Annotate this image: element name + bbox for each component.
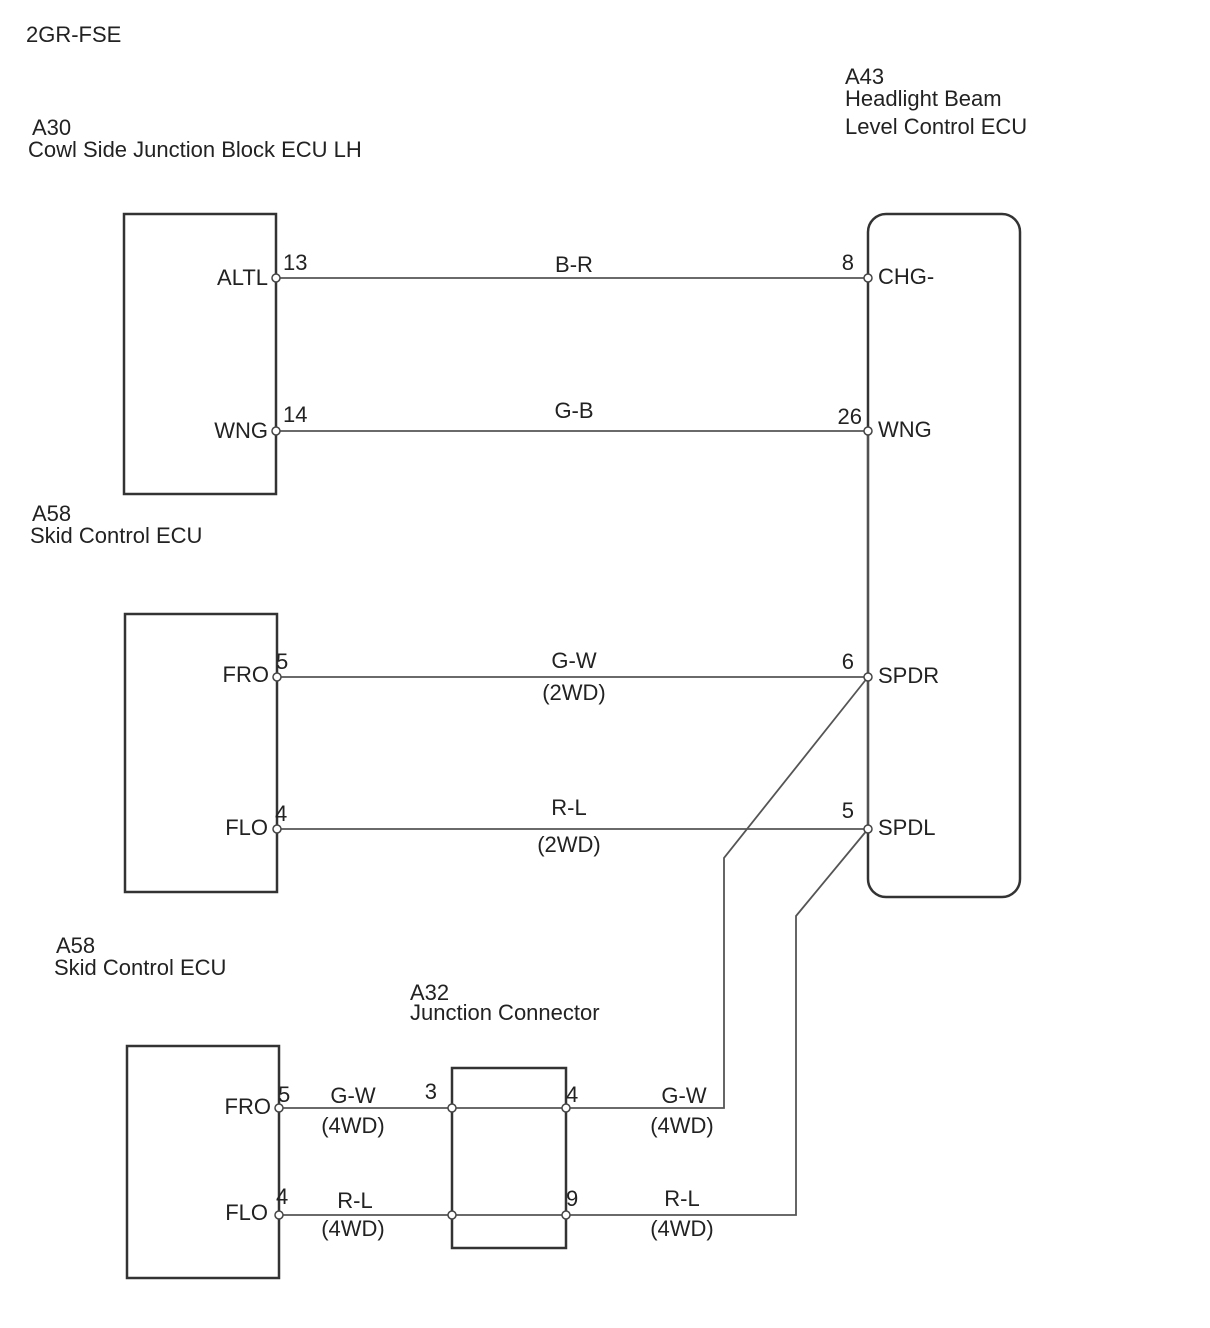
pin-markers [271, 273, 873, 1220]
terminal-a58b-fro: FRO [225, 1094, 271, 1119]
a58-2wd-code: A58 [32, 501, 71, 526]
terminal-a58a-flo: FLO [225, 815, 268, 840]
a32-code: A32 [410, 980, 449, 1005]
terminal-a58b-flo: FLO [225, 1200, 268, 1225]
pin-number-a58a-5: 5 [276, 649, 288, 674]
a43-name-line2: Level Control ECU [845, 114, 1027, 139]
wire-label-r-l-4wd-left: R-L [337, 1188, 372, 1213]
pin-number-a32-9: 9 [566, 1186, 578, 1211]
terminal-a43-spdr: SPDR [878, 663, 939, 688]
pin-a32-left-bottom [447, 1210, 457, 1220]
pin-a30-13 [271, 273, 281, 283]
pin-a43-5 [863, 824, 873, 834]
engine-label: 2GR-FSE [26, 22, 121, 47]
wire-variant-g-w-4wd-right: (4WD) [650, 1113, 714, 1138]
pin-number-a32-4: 4 [566, 1082, 578, 1107]
pin-number-a43-5: 5 [842, 798, 854, 823]
a30-ecu-box [122, 212, 278, 496]
pin-number-a32-3: 3 [425, 1079, 437, 1104]
pin-a58b-5 [274, 1103, 284, 1113]
pin-a58b-4 [274, 1210, 284, 1220]
a30-name: Cowl Side Junction Block ECU LH [28, 137, 362, 162]
a43-code: A43 [845, 64, 884, 89]
a58-4wd-ecu-box [125, 1044, 281, 1280]
terminal-a30-wng: WNG [214, 418, 268, 443]
wire-label-g-w-4wd-left: G-W [330, 1083, 375, 1108]
pin-a43-26 [863, 426, 873, 436]
pin-a30-14 [271, 426, 281, 436]
pin-number-a58a-4: 4 [275, 801, 287, 826]
terminal-a43-wng: WNG [878, 417, 932, 442]
a30-code: A30 [32, 115, 71, 140]
wire-a32-spdr-4wd [566, 676, 869, 1109]
pin-number-a58b-5: 5 [278, 1082, 290, 1107]
terminal-a43-chg: CHG- [878, 264, 934, 289]
a58-4wd-name: Skid Control ECU [54, 955, 226, 980]
wire-variant-r-l-4wd-right: (4WD) [650, 1216, 714, 1241]
wire-variant-g-w-4wd-left: (4WD) [321, 1113, 385, 1138]
a58-2wd-ecu-box [123, 612, 279, 894]
wire-label-b-r: B-R [555, 252, 593, 277]
wire-label-r-l-4wd-right: R-L [664, 1186, 699, 1211]
a58-4wd-code: A58 [56, 933, 95, 958]
wire-label-r-l-2wd: R-L [551, 795, 586, 820]
wire-label-g-w-4wd-right: G-W [661, 1083, 706, 1108]
a43-ecu-box [866, 212, 1022, 899]
a43-name-line1: Headlight Beam [845, 86, 1002, 111]
wire-label-g-w-2wd: G-W [551, 648, 596, 673]
pin-number-a43-6: 6 [842, 649, 854, 674]
wire-a32-spdl-4wd [566, 828, 869, 1216]
pin-number-a30-13: 13 [283, 250, 307, 275]
wire-variant-r-l-2wd: (2WD) [537, 832, 601, 857]
terminal-a30-altl: ALTL [217, 265, 268, 290]
wire-variant-r-l-4wd-left: (4WD) [321, 1216, 385, 1241]
pin-a32-3 [447, 1103, 457, 1113]
pin-a58a-4 [272, 824, 282, 834]
pin-a32-4 [561, 1103, 571, 1113]
terminal-a58a-fro: FRO [223, 662, 269, 687]
pin-a43-8 [863, 273, 873, 283]
pin-number-a58b-4: 4 [276, 1184, 288, 1209]
a32-name: Junction Connector [410, 1000, 600, 1025]
a32-connector-box [450, 1066, 568, 1250]
pin-a43-6 [863, 672, 873, 682]
a58-2wd-name: Skid Control ECU [30, 523, 202, 548]
pin-number-a43-8: 8 [842, 250, 854, 275]
pin-number-a30-14: 14 [283, 402, 307, 427]
wire-label-g-b: G-B [554, 398, 593, 423]
pin-a58a-5 [272, 672, 282, 682]
pin-a32-9 [561, 1210, 571, 1220]
terminal-a43-spdl: SPDL [878, 815, 935, 840]
pin-number-a43-26: 26 [838, 404, 862, 429]
wire-variant-g-w-2wd: (2WD) [542, 680, 606, 705]
